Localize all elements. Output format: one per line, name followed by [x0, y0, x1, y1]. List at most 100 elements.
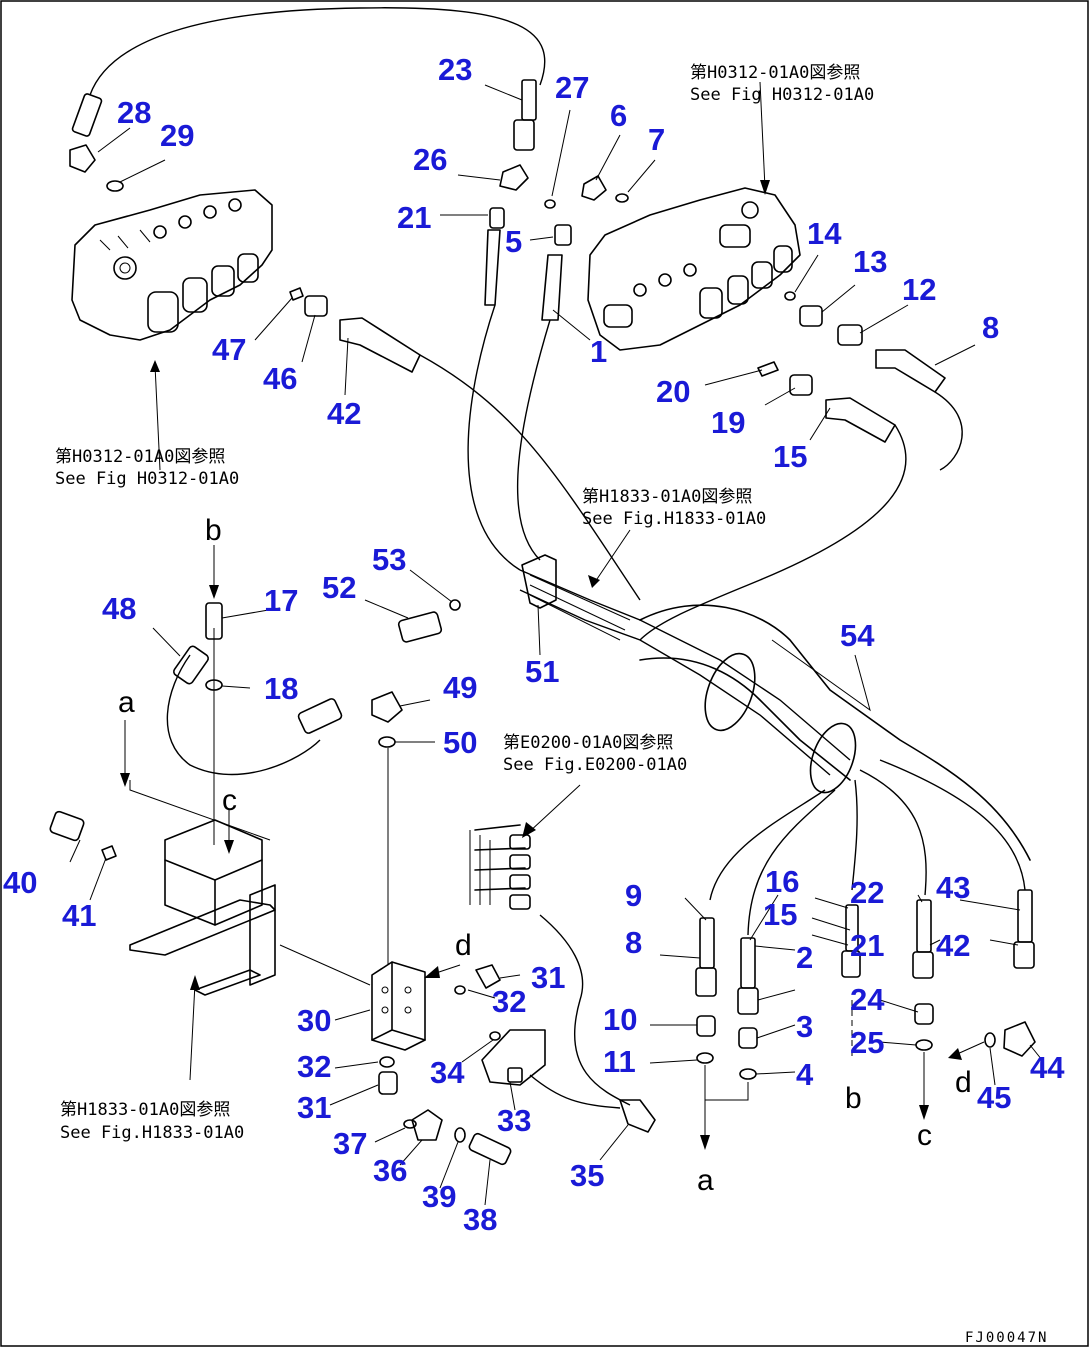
callout-43: 43	[936, 870, 970, 905]
fitting-19	[789, 374, 813, 396]
plate-36	[411, 1109, 443, 1141]
letter-b-top: b	[205, 514, 222, 547]
callout-28: 28	[117, 95, 151, 130]
callout-24: 24	[850, 982, 885, 1017]
callout-19: 19	[711, 405, 745, 440]
solenoid-33	[481, 1029, 546, 1086]
callout-7: 7	[648, 122, 665, 157]
callout-34: 34	[430, 1055, 465, 1090]
ref-h0312-top-right-en: See Fig H0312-01A0	[690, 85, 874, 105]
right-fittings	[289, 287, 946, 443]
letter-c-bottom: c	[917, 1119, 932, 1152]
callout-53: 53	[372, 542, 406, 577]
hose-42-end	[1017, 889, 1033, 943]
callout-33: 33	[497, 1103, 531, 1138]
ref-h0312-top-right-jp: 第H0312-01A0図参照	[690, 63, 860, 83]
elbow-6	[581, 175, 607, 201]
bolt-52	[397, 611, 443, 643]
callout-22: 22	[850, 875, 884, 910]
letter-c-top: c	[222, 784, 237, 817]
callout-21-bottom: 21	[850, 928, 884, 963]
hose-43-end	[916, 899, 932, 953]
callout-39: 39	[422, 1179, 456, 1214]
bolt-40	[49, 810, 85, 842]
callout-30: 30	[297, 1003, 331, 1038]
ref-h1833-mid-jp: 第H1833-01A0図参照	[582, 487, 752, 507]
connector-3	[738, 1027, 758, 1049]
callout-15-bottom: 15	[763, 897, 797, 932]
o-ring-32-top	[454, 985, 466, 995]
callout-38: 38	[463, 1202, 497, 1237]
fitting-13	[799, 305, 823, 327]
fitting-31-top	[475, 964, 501, 989]
ref-h0312-left-en: See Fig H0312-01A0	[55, 469, 239, 489]
callout-41: 41	[62, 898, 96, 933]
lower-right-hose-ends	[695, 889, 1036, 1150]
hose-42-top	[339, 317, 421, 373]
hose-48-end-b	[297, 698, 343, 734]
callout-4: 4	[796, 1057, 814, 1092]
letter-b-bottom: b	[845, 1082, 862, 1115]
callout-9: 9	[625, 878, 642, 913]
callout-10: 10	[603, 1002, 637, 1037]
hose-15-top	[825, 397, 896, 443]
o-ring-29	[106, 180, 124, 192]
callout-2: 2	[796, 940, 813, 975]
fitting-31-bottom	[378, 1071, 398, 1095]
o-ring-11	[696, 1052, 714, 1064]
ref-e0200-jp: 第E0200-01A0図参照	[503, 733, 673, 753]
hose-1	[541, 254, 563, 321]
hose-end-23	[521, 79, 537, 121]
callout-8-top: 8	[982, 310, 999, 345]
connection-letters: b a c d a b c d	[118, 514, 972, 1197]
fitting-5	[554, 224, 572, 246]
elbow-28	[69, 144, 96, 173]
washer-53	[449, 599, 461, 611]
callout-1: 1	[590, 334, 607, 369]
callout-15-top: 15	[773, 439, 807, 474]
callout-27: 27	[555, 70, 589, 105]
callout-40: 40	[3, 865, 37, 900]
o-ring-45	[984, 1032, 996, 1048]
control-valve-left	[71, 189, 273, 341]
callout-5: 5	[505, 224, 522, 259]
ref-h1833-bottom-en: See Fig.H1833-01A0	[60, 1123, 244, 1143]
callout-26: 26	[413, 142, 447, 177]
callout-21-top: 21	[397, 200, 431, 235]
callout-20: 20	[656, 374, 690, 409]
letter-a-bottom: a	[697, 1164, 714, 1197]
callout-29: 29	[160, 118, 194, 153]
callout-3: 3	[796, 1009, 813, 1044]
elbow-44	[1003, 1021, 1036, 1057]
o-ring-34	[489, 1031, 501, 1041]
o-ring-20	[757, 361, 779, 377]
fitting-46	[304, 295, 328, 317]
protector-sleeve-54b	[809, 722, 857, 794]
callout-44: 44	[1030, 1050, 1065, 1085]
hose-bundle	[89, 7, 1031, 936]
callout-32-top: 32	[492, 984, 526, 1019]
callout-18: 18	[264, 671, 298, 706]
o-ring-25	[915, 1039, 933, 1051]
callout-numbers: 1 2 3 4 5 6 7 8 8 9 10 11 12 13 14 15 15…	[3, 52, 1065, 1237]
callout-14: 14	[807, 216, 842, 251]
ref-h0312-left-jp: 第H0312-01A0図参照	[55, 447, 225, 467]
callout-51: 51	[525, 654, 559, 689]
bolt-38	[468, 1132, 512, 1166]
callout-31-bottom: 31	[297, 1090, 331, 1125]
reference-notes: 第H0312-01A0図参照 See Fig H0312-01A0 第H0312…	[55, 63, 874, 1143]
callout-42-bottom: 42	[936, 928, 970, 963]
o-ring-47	[289, 287, 304, 301]
washer-41	[101, 845, 117, 861]
callout-6: 6	[610, 98, 627, 133]
washer-39	[454, 1127, 466, 1143]
clamp-51	[521, 554, 557, 609]
letter-d-top: d	[455, 929, 472, 962]
top-fittings	[69, 79, 629, 321]
callout-52: 52	[322, 570, 356, 605]
hose-8-top	[875, 349, 946, 393]
connector-24	[914, 1003, 934, 1025]
callout-47: 47	[212, 332, 246, 367]
callout-50: 50	[443, 725, 477, 760]
callout-36: 36	[373, 1153, 407, 1188]
